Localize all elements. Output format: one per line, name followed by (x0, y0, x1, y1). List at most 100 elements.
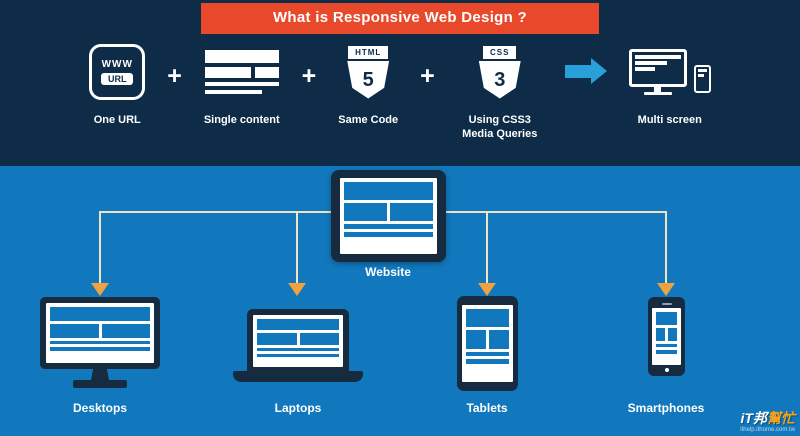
layout-bar (255, 67, 279, 78)
concept-same-code: HTML 5 Same Code (338, 40, 398, 127)
mockup-header (656, 312, 677, 325)
mockup-line (466, 359, 509, 365)
title-banner: What is Responsive Web Design ? (201, 3, 599, 34)
css3-shield-icon: CSS 3 (478, 45, 521, 99)
mockup-line (257, 354, 339, 358)
mockup-box (50, 323, 99, 338)
layout-bar (204, 67, 252, 78)
monitor-icon (628, 49, 687, 95)
mockup-box (668, 327, 677, 341)
concept-label-same-code: Same Code (338, 114, 399, 126)
down-arrow-desktops (91, 283, 109, 296)
device-label-laptops: Laptops (274, 401, 322, 415)
down-arrow-laptops (288, 283, 306, 296)
plus-sign: + (420, 62, 435, 90)
device-label-smartphones: Smartphones (627, 401, 705, 415)
concept-label-multi-screen: Multi screen (637, 114, 702, 126)
concept-multi-screen: Multi screen (628, 40, 711, 127)
watermark-credit: ithelp.ithome.com.tw (740, 427, 795, 433)
multi-screen-icon-area (628, 40, 711, 104)
one-url-icon-area: WWW URL (89, 40, 146, 104)
monitor-stand (654, 87, 662, 92)
website-label: Website (365, 265, 411, 279)
arrow-head (590, 58, 607, 84)
mockup-row (466, 329, 509, 349)
mockup-box (489, 329, 509, 349)
html5-shield-icon: HTML 5 (347, 45, 390, 99)
html5-shield-number: 5 (347, 60, 390, 99)
mockup-line (50, 340, 150, 345)
mockup-bar (634, 67, 656, 71)
mockup-box (466, 329, 486, 349)
single-content-layout-icon (204, 50, 279, 94)
tablet-icon (457, 296, 518, 391)
mockup-bar (634, 61, 667, 65)
css3-icon-area: CSS 3 (478, 40, 521, 104)
concept-label-one-url: One URL (93, 114, 141, 126)
tablet-body (457, 296, 518, 391)
same-code-icon-area: HTML 5 (347, 40, 390, 104)
desktop-base (73, 380, 127, 388)
mockup-box (299, 333, 339, 346)
mockup-line (344, 231, 433, 237)
mockup-header (257, 319, 339, 331)
phone-home-button (664, 368, 669, 372)
website-device (331, 170, 446, 262)
connector-vertical-smartphones (665, 211, 667, 283)
www-url-icon: WWW URL (89, 44, 146, 100)
mockup-line (656, 350, 677, 354)
down-arrow-tablets (478, 283, 496, 296)
mockup-bar (634, 55, 681, 59)
smartphone-body (648, 297, 685, 376)
desktop-screen (40, 297, 160, 369)
webpage-mockup (462, 305, 513, 382)
mockup-bar (697, 74, 705, 77)
mockup-header (344, 182, 433, 200)
arrow-shaft (564, 64, 591, 78)
laptop-base (233, 371, 363, 382)
layout-row (204, 67, 279, 78)
mockup-box (390, 202, 433, 222)
mockup-row (656, 327, 677, 341)
top-band: What is Responsive Web Design ? WWW URL … (0, 0, 800, 166)
webpage-mockup (253, 315, 343, 367)
url-text: URL (100, 73, 134, 85)
site-watermark: iT邦幫忙 ithelp.ithome.com.tw (740, 411, 795, 433)
webpage-mockup (46, 303, 154, 363)
mockup-row (50, 323, 150, 338)
www-text: WWW (101, 59, 133, 70)
webpage-mockup (340, 178, 437, 254)
html-text: HTML (348, 45, 389, 59)
mockup-line (466, 351, 509, 357)
watermark-logo-suffix: 幫忙 (767, 410, 795, 426)
right-arrow-icon (564, 58, 607, 84)
layout-line (204, 82, 279, 86)
concept-css3-media-queries: CSS 3 Using CSS3 Media Queries (457, 40, 543, 142)
connector-vertical-laptops (296, 211, 298, 283)
connector-vertical-tablets (486, 211, 488, 283)
css-text: CSS (483, 45, 517, 59)
single-content-icon-area (204, 40, 279, 104)
mockup-line (50, 347, 150, 351)
desktop-stand (91, 369, 109, 380)
concept-label-single-content: Single content (203, 114, 280, 126)
mockup-bar (697, 69, 707, 72)
monitor-base (643, 92, 672, 95)
mockup-header (50, 307, 150, 321)
layout-bar (204, 50, 279, 63)
webpage-mockup (652, 308, 681, 365)
mockup-row (257, 333, 339, 346)
device-label-desktops: Desktops (72, 401, 128, 415)
laptop-screen (247, 309, 349, 371)
concept-label-css3: Using CSS3 Media Queries (462, 114, 538, 141)
mockup-box (257, 333, 297, 346)
mockup-line (344, 224, 433, 229)
mockup-line (257, 348, 339, 352)
multi-screen-icon (628, 49, 711, 95)
phone-speaker (661, 303, 672, 305)
mockup-header (466, 309, 509, 327)
watermark-logo-prefix: iT邦 (740, 410, 767, 426)
mockup-box (101, 323, 150, 338)
mockup-row (344, 202, 433, 222)
